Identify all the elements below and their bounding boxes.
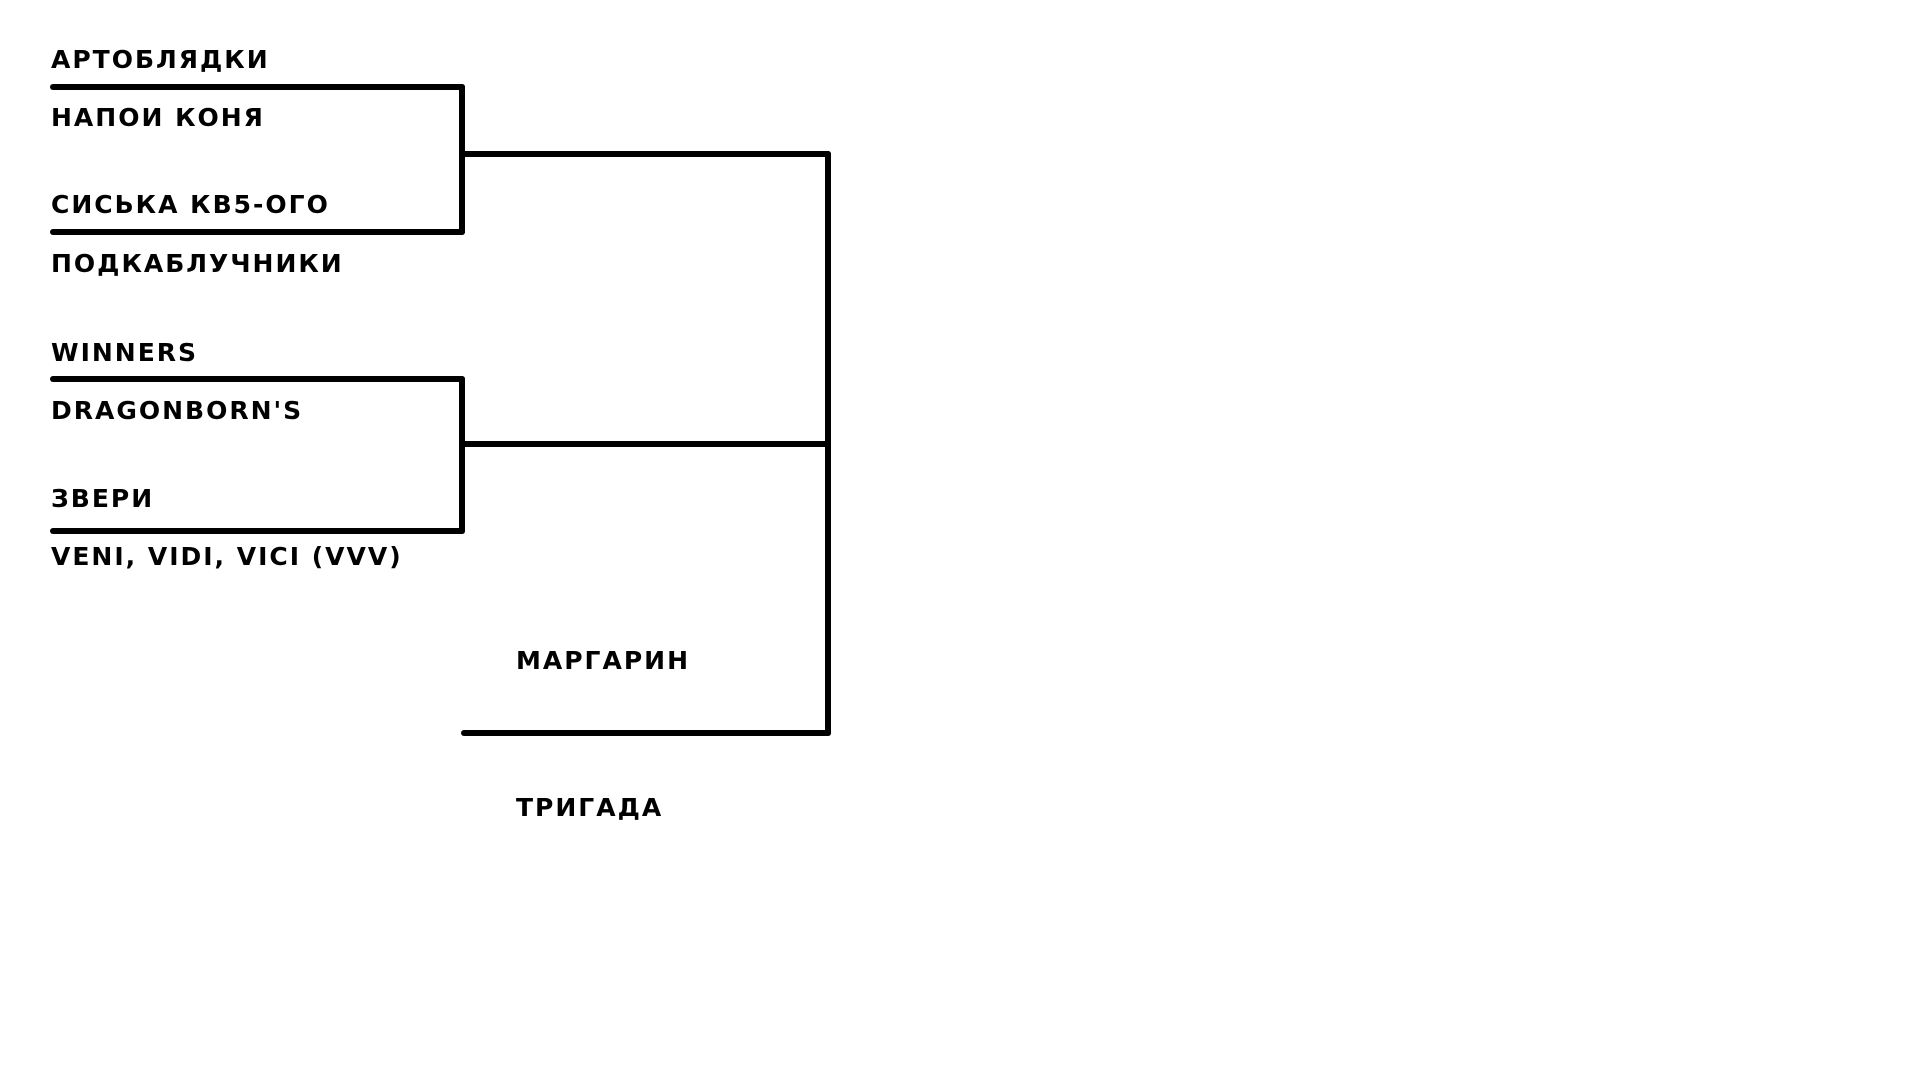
team-label: DRAGONBORN'S [51,396,304,425]
team-label: ПОДКАБЛУЧНИКИ [51,249,344,278]
team-label: АРТОБЛЯДКИ [51,45,270,74]
team-label: НАПОИ КОНЯ [51,103,265,132]
team-label: ТРИГАДА [516,793,664,822]
team-label: СИСЬКА КВ5-ОГО [51,190,330,219]
team-label: МАРГАРИН [516,646,690,675]
team-label: ЗВЕРИ [51,484,155,513]
team-label: VENI, VIDI, VICI (VVV) [51,542,403,571]
team-label: WINNERS [51,338,199,367]
